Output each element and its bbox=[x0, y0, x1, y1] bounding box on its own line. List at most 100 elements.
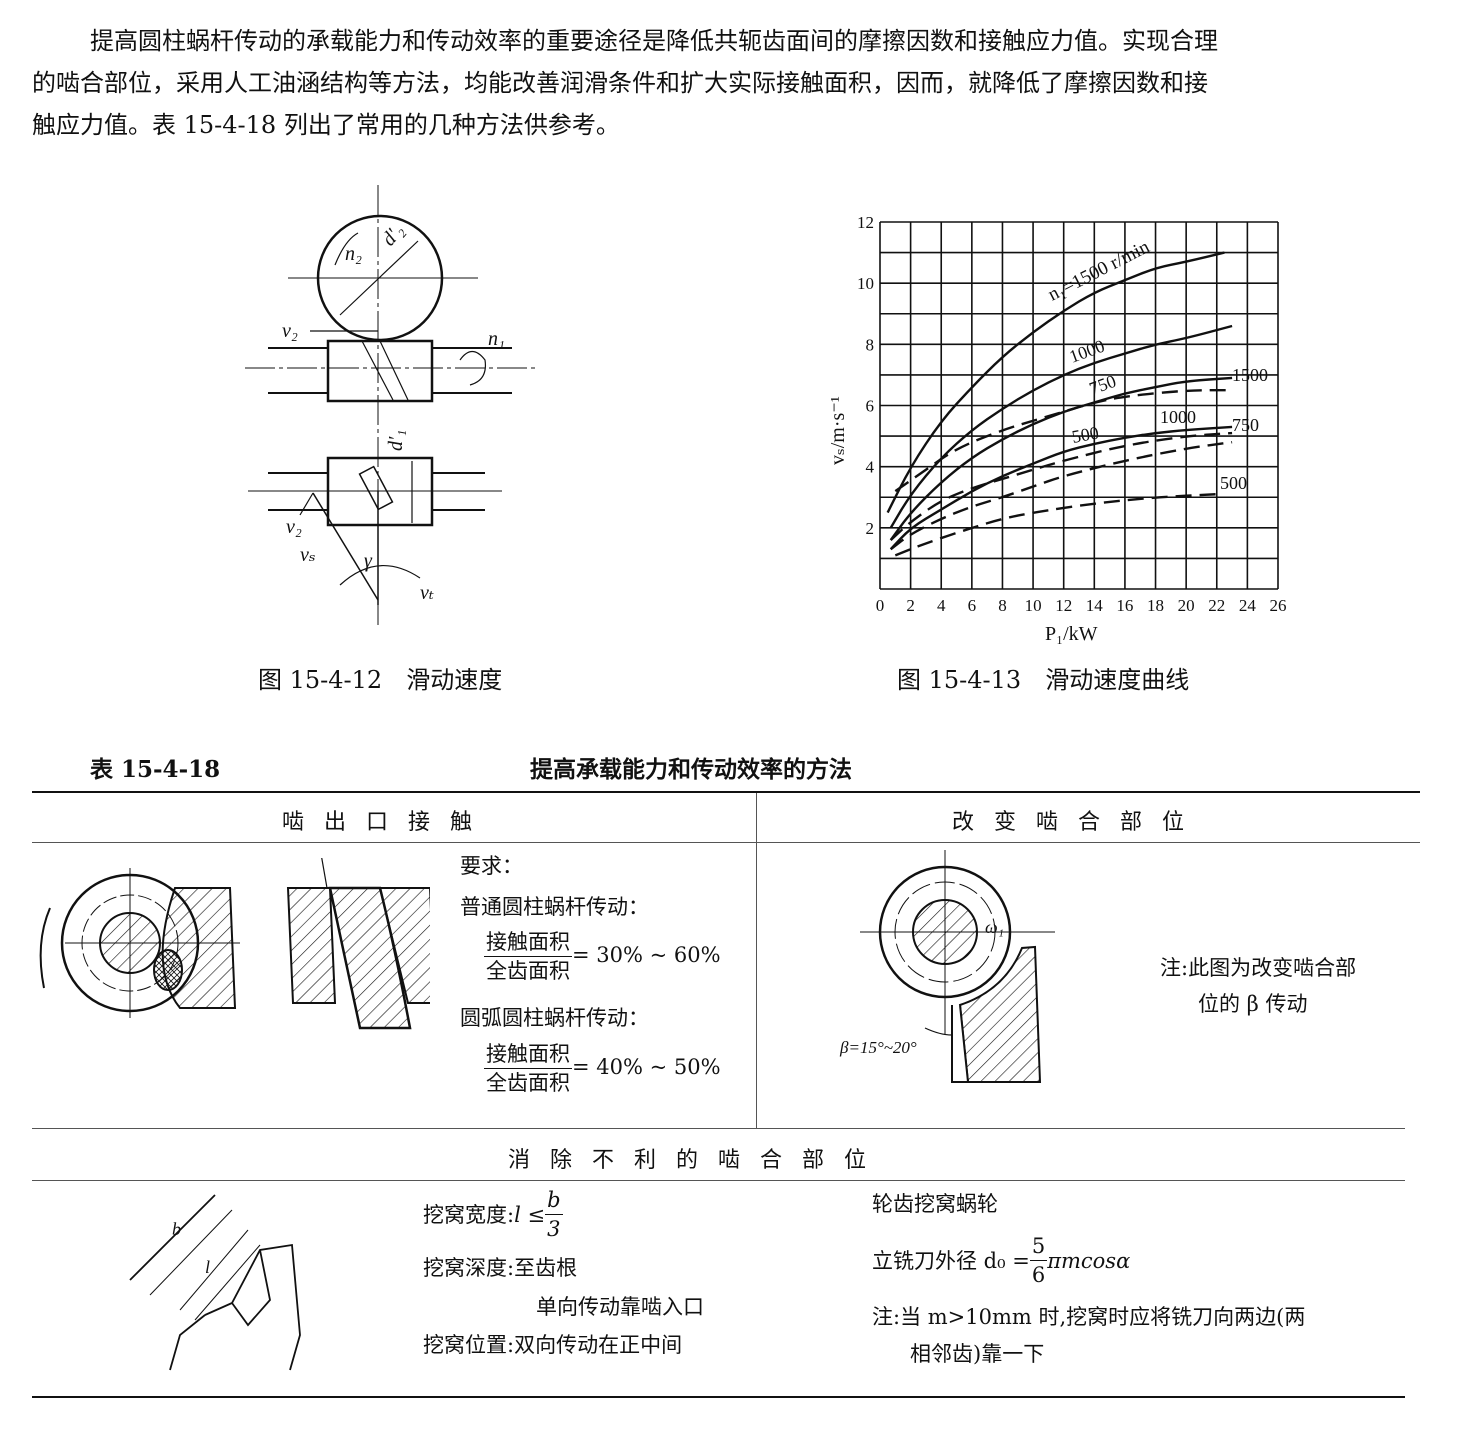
section-header-eliminate-mesh: 消除不利的啮合部位 bbox=[508, 1148, 887, 1173]
vs-label: vₛ bbox=[300, 544, 316, 566]
x-tick-label: 0 bbox=[876, 596, 885, 615]
x-tick-label: 4 bbox=[937, 596, 946, 615]
table-title: 提高承载能力和传动效率的方法 bbox=[530, 756, 852, 783]
y-tick-label: 6 bbox=[866, 397, 875, 416]
cutter-tail: πmcosα bbox=[1047, 1248, 1131, 1273]
table-rule bbox=[32, 1128, 1405, 1129]
series-label-750-dashed: 750 bbox=[1232, 415, 1259, 435]
x-tick-label: 24 bbox=[1239, 596, 1257, 615]
exit-contact-drawings bbox=[39, 858, 430, 1030]
cutter-numerator: 5 bbox=[1029, 1232, 1048, 1261]
ordinary-numerator: 接触面积 bbox=[484, 928, 572, 957]
series-label-1000-solid: 1000 bbox=[1067, 336, 1108, 367]
intro-line-2: 的啮合部位，采用人工油涵结构等方法，均能改善润滑条件和扩大实际接触面积，因而，就… bbox=[32, 69, 1208, 97]
x-tick-label: 12 bbox=[1055, 596, 1072, 615]
cutter-label: 立铣刀外径 d₀ = bbox=[872, 1248, 1030, 1273]
n2-label: n₂ bbox=[345, 243, 362, 265]
d2-label: d′₂ bbox=[378, 220, 409, 251]
pocket-depth: 挖窝深度:至齿根 bbox=[423, 1254, 577, 1282]
arc-numerator: 接触面积 bbox=[484, 1040, 572, 1069]
table-rule bbox=[32, 842, 1420, 843]
x-tick-label: 6 bbox=[968, 596, 977, 615]
series-label-1500-solid: n₁=1500 r/min bbox=[1045, 236, 1154, 305]
beta-angle-label: β=15°~20° bbox=[839, 1038, 917, 1057]
arc-worm-label: 圆弧圆柱蜗杆传动： bbox=[460, 1006, 649, 1030]
table-column-divider bbox=[756, 793, 757, 1128]
arc-ratio: 接触面积全齿面积= 40% ~ 50% bbox=[484, 1040, 721, 1097]
pocket-wheel-drawing: b l bbox=[129, 1194, 301, 1371]
y-tick-label: 4 bbox=[866, 458, 875, 477]
series-label-1000-dashed: 1000 bbox=[1160, 407, 1196, 427]
series-label-1500-dashed: 1500 bbox=[1232, 365, 1268, 385]
arc-value: = 40% ~ 50% bbox=[572, 1055, 721, 1079]
series-curve-7 bbox=[894, 492, 1217, 557]
series-curve-3 bbox=[889, 425, 1233, 551]
y-tick-label: 8 bbox=[866, 335, 875, 354]
series-label-500-solid: 500 bbox=[1070, 423, 1100, 447]
table-top-rule bbox=[32, 791, 1420, 793]
y-tick-label: 10 bbox=[857, 274, 874, 293]
arc-denominator: 全齿面积 bbox=[486, 1071, 570, 1095]
change-mesh-note-line-2: 位的 β 传动 bbox=[1198, 992, 1308, 1016]
pocket-depth-label: 挖窝深度: bbox=[423, 1256, 515, 1280]
figure-12-caption: 图 15-4-12 滑动速度 bbox=[258, 666, 503, 694]
d1-label: d′₁ bbox=[385, 430, 407, 451]
pocket-width-expr: l ≤ bbox=[514, 1202, 546, 1227]
requirements-label: 要求： bbox=[460, 854, 523, 878]
x-tick-label: 20 bbox=[1178, 596, 1195, 615]
x-tick-label: 22 bbox=[1208, 596, 1225, 615]
ordinary-worm-label: 普通圆柱蜗杆传动： bbox=[460, 895, 649, 919]
pocket-depth-value: 至齿根 bbox=[514, 1256, 578, 1280]
pocket-width-label: 挖窝宽度: bbox=[423, 1202, 515, 1227]
x-tick-label: 18 bbox=[1147, 596, 1164, 615]
series-curve-2 bbox=[889, 376, 1233, 541]
pocket-width-denominator: 3 bbox=[547, 1217, 561, 1241]
v2-bottom-label: v₂ bbox=[286, 516, 302, 538]
v2-top-label: v₂ bbox=[282, 320, 298, 342]
intro-line-3: 触应力值。表 15-4-18 列出了常用的几种方法供参考。 bbox=[32, 111, 620, 139]
table-number: 表 15-4-18 bbox=[90, 756, 221, 783]
series-curve-4 bbox=[894, 389, 1233, 493]
omega1-label: ω₁ bbox=[985, 917, 1004, 937]
chart-xlabel: P₁/kW bbox=[1045, 623, 1098, 645]
section-header-exit-contact: 啮出口接触 bbox=[282, 810, 493, 835]
ordinary-denominator: 全齿面积 bbox=[486, 959, 570, 983]
table-rule bbox=[32, 1180, 1405, 1181]
change-mesh-drawing: ω₁ β=15°~20° bbox=[839, 850, 1055, 1083]
pocket-note-line-1: 注:当 m>10mm 时,挖窝时应将铣刀向两边(两 bbox=[872, 1305, 1306, 1329]
l-dimension-label: l bbox=[205, 1257, 210, 1277]
x-tick-label: 14 bbox=[1086, 596, 1104, 615]
pocket-note-line-2: 相邻齿)靠一下 bbox=[910, 1342, 1045, 1366]
single-direction-text: 单向传动靠啮入口 bbox=[536, 1295, 704, 1319]
pocket-wheel-title: 轮齿挖窝蜗轮 bbox=[872, 1192, 998, 1216]
ordinary-value: = 30% ~ 60% bbox=[572, 943, 721, 967]
n1-label: n₁ bbox=[488, 328, 505, 350]
vt-label: vₜ bbox=[420, 582, 434, 604]
series-curve-1 bbox=[889, 324, 1233, 529]
chart-ylabel: vₛ/m·s⁻¹ bbox=[827, 396, 849, 465]
change-mesh-note-line-1: 注:此图为改变啮合部 bbox=[1160, 956, 1357, 980]
ordinary-ratio: 接触面积全齿面积= 30% ~ 60% bbox=[484, 928, 721, 985]
y-tick-label: 2 bbox=[866, 519, 875, 538]
x-tick-label: 2 bbox=[906, 596, 915, 615]
table-bottom-rule bbox=[32, 1396, 1405, 1398]
series-curve-5 bbox=[889, 431, 1233, 541]
x-tick-label: 10 bbox=[1025, 596, 1042, 615]
y-tick-label: 12 bbox=[857, 213, 874, 232]
series-label-500-dashed: 500 bbox=[1220, 473, 1247, 493]
b-dimension-label: b bbox=[172, 1219, 181, 1239]
x-tick-label: 26 bbox=[1270, 596, 1287, 615]
intro-line-1: 提高圆柱蜗杆传动的承载能力和传动效率的重要途径是降低共轭齿面间的摩擦因数和接触应… bbox=[90, 27, 1218, 55]
gamma-label: γ bbox=[364, 550, 373, 572]
series-curve-0 bbox=[886, 251, 1225, 514]
pocket-position-label: 挖窝位置: bbox=[423, 1333, 515, 1357]
pocket-position: 挖窝位置:双向传动在正中间 bbox=[423, 1331, 682, 1359]
pocket-width-numerator: b bbox=[545, 1186, 563, 1215]
x-tick-label: 16 bbox=[1116, 596, 1133, 615]
x-tick-label: 8 bbox=[998, 596, 1007, 615]
sliding-speed-diagram: n₂ d′₂ v₂ n₁ d′₁ v₂ vₛ γ vₜ bbox=[245, 185, 535, 625]
cutter-denominator: 6 bbox=[1031, 1263, 1046, 1287]
